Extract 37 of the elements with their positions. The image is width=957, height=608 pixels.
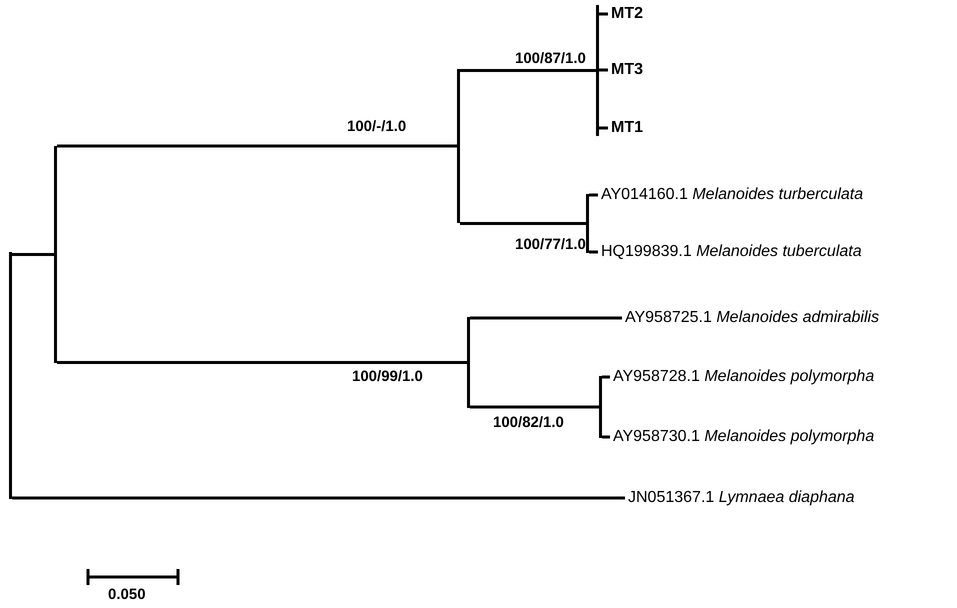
clade-junction (467, 317, 470, 408)
tree-branch (589, 250, 598, 254)
tree-branch (599, 126, 608, 130)
tree-branch (460, 69, 596, 72)
tree-branch (57, 144, 457, 148)
taxon-label: HQ199839.1 Melanoides tuberculata (601, 241, 862, 263)
taxon-label: MT1 (611, 117, 643, 139)
clade-junction (599, 376, 602, 438)
tree-branch (470, 316, 622, 320)
tree-branch (57, 361, 467, 364)
scale-value: 0.050 (108, 586, 146, 603)
tree-branch (599, 12, 608, 16)
support-value: 100/-/1.0 (347, 118, 406, 135)
taxon-label: AY014160.1 Melanoides turberculata (601, 184, 864, 206)
taxon-label: AY958728.1 Melanoides polymorpha (613, 366, 874, 388)
taxon-label: AY958725.1 Melanoides admirabilis (625, 307, 880, 329)
taxon-label: JN051367.1 Lymnaea diaphana (628, 487, 855, 509)
taxon-label: AY958730.1 Melanoides polymorpha (613, 426, 874, 448)
support-value: 100/77/1.0 (515, 236, 586, 253)
clade-junction (54, 146, 57, 363)
taxon-label: MT3 (611, 59, 643, 81)
clade-junction (457, 69, 460, 223)
tree-branch (599, 68, 608, 72)
tree-branch (589, 194, 598, 196)
support-value: 100/82/1.0 (493, 414, 564, 431)
tree-branch (460, 222, 586, 225)
tree-branch (470, 406, 599, 408)
clade-junction (596, 5, 599, 136)
tree-branch (12, 253, 54, 256)
tree-branch (12, 496, 625, 500)
tree-branch (602, 436, 610, 438)
clade-junction (586, 194, 589, 253)
support-value: 100/87/1.0 (515, 50, 586, 67)
support-value: 100/99/1.0 (352, 368, 423, 385)
clade-junction (9, 252, 12, 499)
tree-branch (602, 376, 610, 378)
taxon-label: MT2 (611, 3, 643, 25)
